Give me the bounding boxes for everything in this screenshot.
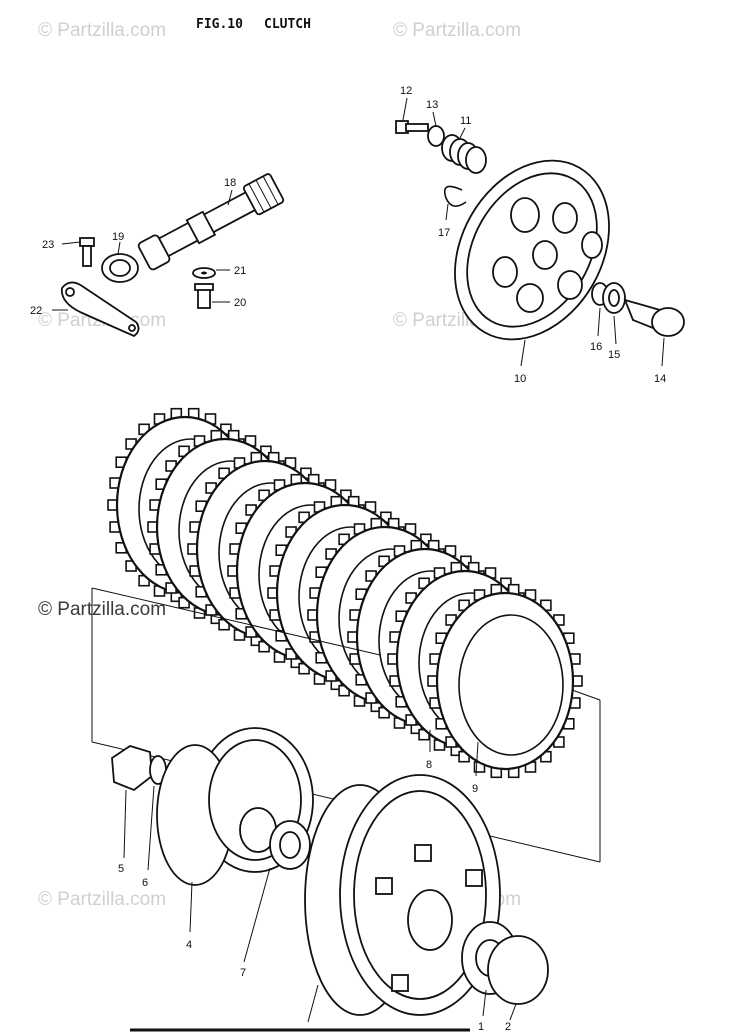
release-mechanism <box>52 173 285 338</box>
callout-18: 18 <box>224 177 236 189</box>
callout-9: 9 <box>472 783 478 795</box>
callout-7: 7 <box>240 967 246 979</box>
callout-12: 12 <box>400 85 412 97</box>
callout-22: 22 <box>30 305 42 317</box>
callout-21: 21 <box>234 265 246 277</box>
callout-5: 5 <box>118 863 124 875</box>
callout-14: 14 <box>654 373 666 385</box>
callout-11: 11 <box>460 115 471 127</box>
callout-8: 8 <box>426 759 432 771</box>
callout-10: 10 <box>514 373 526 385</box>
callout-1: 1 <box>478 1021 484 1033</box>
pressure-plate-bosses <box>492 197 603 313</box>
callout-13: 13 <box>426 99 438 111</box>
callout-17: 17 <box>438 227 450 239</box>
watermark-top-left: © Partzilla.com <box>38 20 166 41</box>
callout-6: 6 <box>142 877 148 889</box>
callout-labels: 1 2 4 5 6 7 8 9 10 11 12 13 14 15 16 17 … <box>30 85 666 1033</box>
callout-4: 4 <box>186 939 192 951</box>
callout-23: 23 <box>42 239 54 251</box>
clutch-plate <box>427 583 583 779</box>
callout-20: 20 <box>234 297 246 309</box>
clutch-plate-stack <box>107 407 583 779</box>
watermark-center-left: © Partzilla.com <box>38 599 166 620</box>
callout-16: 16 <box>590 341 602 353</box>
watermark-bottom-left: © Partzilla.com <box>38 889 166 910</box>
callout-2: 2 <box>505 1021 511 1033</box>
figure-title: CLUTCH <box>264 17 311 32</box>
clutch-hub-assembly <box>111 727 549 1023</box>
clutch-basket-part <box>304 774 501 1016</box>
watermark-top-right: © Partzilla.com <box>393 20 521 41</box>
pressure-plate-assembly <box>395 97 685 367</box>
figure-number: FIG.10 <box>196 17 243 32</box>
plate-inner-ring <box>458 614 564 756</box>
spring-part <box>441 134 487 174</box>
callout-19: 19 <box>112 231 124 243</box>
release-shaft-part <box>137 173 285 271</box>
callout-15: 15 <box>608 349 620 361</box>
